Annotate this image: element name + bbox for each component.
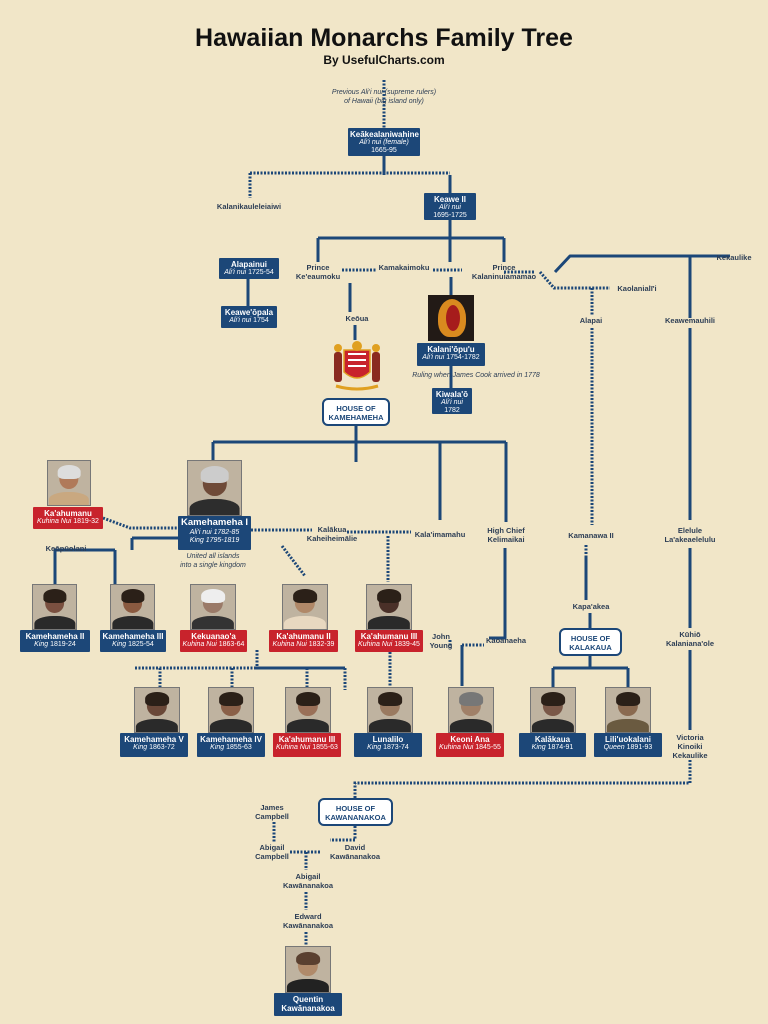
- portrait-kaahumanu-ii: [282, 584, 328, 630]
- portrait-kamehameha-ii: [32, 584, 77, 630]
- portrait-kalakaua: [530, 687, 576, 733]
- portrait-kamehameha-i: [187, 460, 242, 516]
- portrait-kamehameha-v: [134, 687, 180, 733]
- feather-cloak-image: [428, 295, 474, 341]
- label-kapaakea: Kapa'akea: [572, 602, 610, 611]
- label-kamanawa-ii: Kamanawa II: [568, 531, 614, 540]
- label-keoua: Keōua: [345, 314, 369, 323]
- label-kamakaimoku: Kamakaimoku: [378, 263, 430, 272]
- label-alapai: Alapai: [579, 316, 603, 325]
- label-kaoanaeha: Kaoanaeha: [485, 636, 527, 645]
- label-kalanikauleleiaiwi: Kalanikauleleiaiwi: [216, 202, 282, 211]
- cook-note: Ruling when James Cook arrived in 1778: [412, 372, 540, 379]
- label-kekaulike: Kekaulike: [716, 253, 752, 262]
- previous-rulers-note: Previous Ali'i nui (supreme rulers)of Ha…: [331, 89, 437, 105]
- portrait-kaahumanu-iii-second: [285, 687, 331, 733]
- portrait-kaahumanu-iii: [366, 584, 412, 630]
- portrait-kamehameha-iii: [110, 584, 155, 630]
- chart-title: Hawaiian Monarchs Family Tree: [195, 24, 573, 52]
- royal-coat-of-arms-icon: [334, 341, 380, 391]
- label-kalaimamahu: Kala'imamahu: [414, 530, 466, 539]
- label-keawemauhili: Keawemauhili: [664, 316, 716, 325]
- portrait-lunalilo: [367, 687, 413, 733]
- portrait-kekuanaoa: [190, 584, 236, 630]
- label-keopuolani: Keōpūolani: [45, 544, 87, 553]
- portrait-quentin-kawananakoa: [285, 946, 331, 993]
- chart-subtitle: By UsefulCharts.com: [323, 53, 445, 67]
- portrait-kamehameha-iv: [208, 687, 254, 733]
- portrait-kaahumanu: [47, 460, 91, 506]
- portrait-keoni-ana: [448, 687, 494, 733]
- portrait-liliuokalani: [605, 687, 651, 733]
- label-kaolanialii: Kaolanialī'i: [617, 284, 657, 293]
